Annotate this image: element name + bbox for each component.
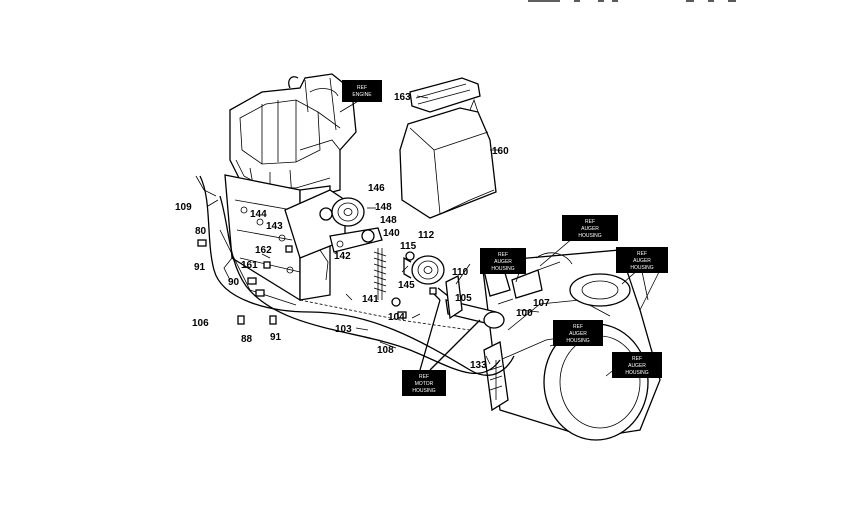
part-label-103: 103 [335,324,352,335]
callout-line: REF [498,252,508,258]
callout-line: REF [357,85,367,91]
callout-line: AUGER [494,259,512,265]
part-label-133: 133 [470,360,487,371]
reference-callouts: REF ENGINE REF AUGER HOUSING REF AUGER H… [342,80,668,396]
idler-arm-drawing [319,227,387,300]
callout-line: REF [637,251,647,257]
callout-ref-motor-housing: REF MOTOR HOUSING [402,370,446,396]
part-label-163: 163 [394,92,411,103]
callout-ref-auger-housing-1: REF AUGER HOUSING [480,248,526,274]
part-label-160: 160 [492,146,509,157]
part-label-142: 142 [334,251,351,262]
frame-bracket-drawing [219,174,346,306]
callout-line: AUGER [569,331,587,337]
callout-line: HOUSING [578,233,601,239]
pulley-146-drawing [319,197,365,227]
part-label-100: 100 [516,308,533,319]
callout-ref-auger-housing-2: REF AUGER HOUSING [562,215,618,241]
part-label-115: 115 [400,241,417,252]
part-label-91: 91 [270,332,282,343]
part-label-109: 109 [175,202,192,213]
part-label-91: 91 [194,262,206,273]
callout-line: HOUSING [412,388,435,394]
callout-ref-auger-housing-4: REF AUGER HOUSING [553,320,603,346]
part-label-146: 146 [368,183,385,194]
part-label-112: 112 [418,230,435,241]
part-label-148: 148 [380,215,397,226]
part-label-110: 110 [452,267,469,278]
part-label-148: 148 [375,202,392,213]
part-label-107: 107 [533,298,550,309]
chute-drawing [399,77,497,219]
callout-ref-auger-housing-3: REF AUGER HOUSING [616,247,668,273]
part-label-108: 108 [377,345,394,356]
part-label-80: 80 [195,226,207,237]
part-label-106: 106 [192,318,209,329]
bracket-133-drawing [483,341,509,412]
part-number-labels: 163 160 146 148 148 140 109 144 143 80 1… [175,92,550,371]
part-label-144: 144 [250,209,267,220]
callout-line: AUGER [628,363,646,369]
drive-shaft-drawing [429,275,505,329]
callout-line: HOUSING [625,370,648,376]
callout-line: AUGER [581,226,599,232]
part-label-145: 145 [398,280,415,291]
callout-line: MOTOR [415,381,434,387]
part-label-162: 162 [255,245,272,256]
callout-ref-engine: REF ENGINE [342,80,382,102]
pulley-112-drawing [403,255,445,285]
cables-drawing [195,175,573,376]
part-label-104: 104 [388,312,405,323]
callout-line: HOUSING [566,338,589,344]
callout-line: REF [573,324,583,330]
part-label-143: 143 [266,221,283,232]
part-label-141: 141 [362,294,379,305]
callout-line: REF [632,356,642,362]
part-label-161: 161 [241,260,258,271]
callout-line: HOUSING [491,266,514,272]
bracket-107-drawing [511,261,561,299]
callout-ref-auger-housing-5: REF AUGER HOUSING [612,352,662,378]
callout-line: REF [585,219,595,225]
callout-line: REF [419,374,429,380]
part-label-90: 90 [228,277,240,288]
callout-line: HOUSING [630,265,653,271]
hardware-bolts [197,239,437,325]
callout-line: AUGER [633,258,651,264]
part-label-88: 88 [241,334,253,345]
part-label-105: 105 [455,293,472,304]
callout-line: ENGINE [352,92,372,98]
part-label-140: 140 [383,228,400,239]
